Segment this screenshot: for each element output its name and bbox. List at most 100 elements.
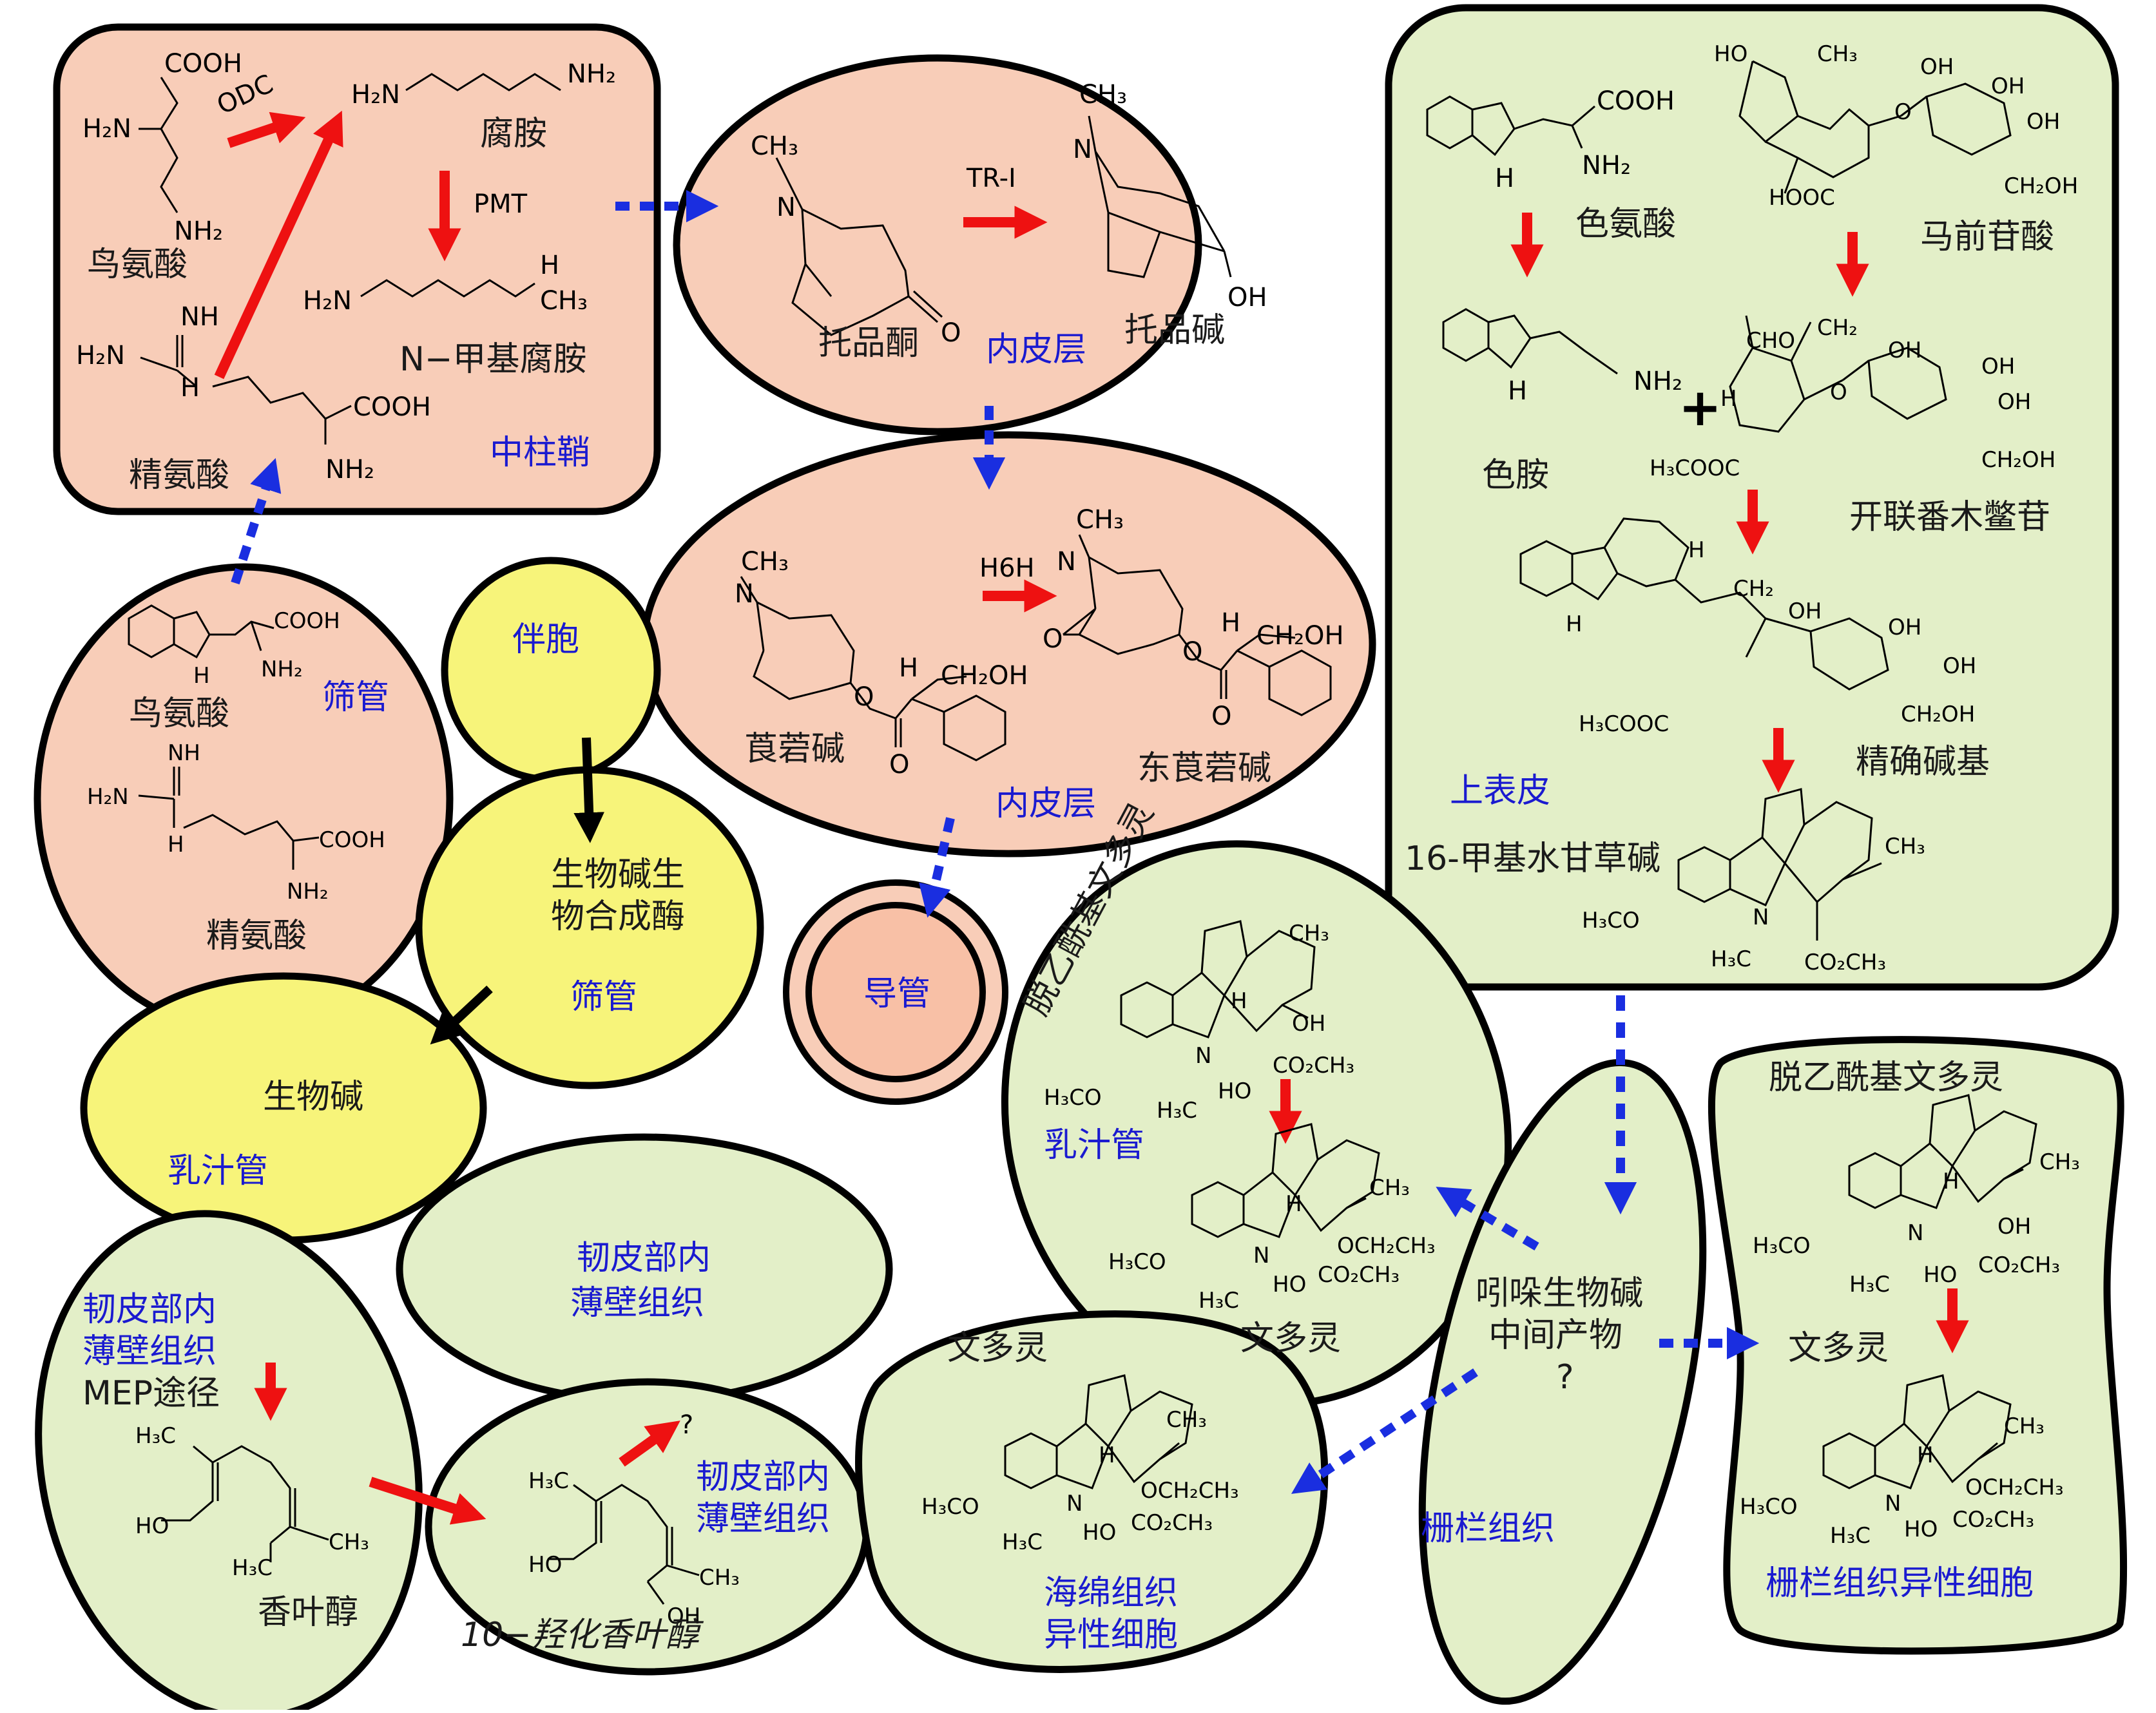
hydroxygeraniol-ho: HO: [528, 1552, 562, 1578]
tropinone-structure: CH₃ N O: [751, 131, 961, 348]
sieve-peach-tissue-label: 筛管: [322, 678, 389, 717]
idioblast-desacetylvindoline-structure: CH₃ OH H₃CO N H H₃C HO CO₂CH₃: [1753, 1094, 2080, 1297]
secologanin-cho: CHO: [1746, 328, 1795, 354]
idioblast-dav-h3co: H₃CO: [1753, 1233, 1811, 1259]
tryptophan-cooh: COOH: [1597, 86, 1675, 116]
hydroxygeraniol-tissue-line2: 薄壁组织: [696, 1500, 830, 1538]
sieve-ornithine-nh2: NH₂: [261, 656, 303, 682]
mep-tissue-line2: 薄壁组织: [82, 1332, 217, 1371]
idioblast-dav-h: H: [1943, 1169, 1959, 1194]
tropine-oh: OH: [1227, 283, 1267, 312]
sieve-to-laticifer-arrow: [430, 985, 493, 1045]
geraniol-ho: HO: [135, 1513, 169, 1539]
palisade-to-laticifer-arrow: [1436, 1187, 1539, 1251]
loganic-acid-structure: HO CH₃ HOOC O OH OH OH CH₂OH: [1714, 41, 2078, 211]
loganic-ch2oh: CH₂OH: [2004, 173, 2078, 199]
laticifer-dav-h3c: H₃C: [1157, 1098, 1197, 1124]
methyl-tabersonine-structure: H₃CO N H₃C CO₂CH₃ CH₃: [1582, 788, 1925, 975]
palisade-tissue-label: 栅栏组织: [1421, 1509, 1555, 1548]
loganic-acid-label: 马前苷酸: [1920, 218, 2054, 256]
arginine-cooh: COOH: [353, 392, 431, 422]
laticifer-desacetylvindoline-structure: CH₃ OH H₃CO N H H₃C HO CO₂CH₃: [1044, 920, 1354, 1124]
tropine-structure: CH₃ N OH: [1073, 80, 1267, 312]
arginine-label: 精氨酸: [129, 456, 229, 495]
putrescine-nh2: NH₂: [567, 59, 616, 89]
laticifer-dav-h3co: H₃CO: [1044, 1085, 1102, 1111]
tropine-n: N: [1073, 135, 1092, 164]
scopolamine-ester-o: O: [1182, 637, 1202, 667]
tryptophan-nh: H: [1495, 164, 1514, 193]
methylputrescine-label: N−甲基腐胺: [399, 340, 586, 379]
idioblast-vindoline-label: 文多灵: [1788, 1329, 1889, 1368]
idioblast-vin-h3co: H₃CO: [1740, 1494, 1798, 1520]
palisade-line2: 中间产物: [1488, 1316, 1622, 1355]
loganic-ho: HO: [1714, 41, 1747, 67]
tropinone-label: 托品酮: [818, 324, 919, 363]
loganic-ch3: CH₃: [1817, 41, 1858, 67]
laticifer-dav-n: N: [1195, 1043, 1211, 1069]
loganic-oh-3: OH: [2026, 109, 2060, 135]
geraniol-structure: H₃C HO CH₃ H₃C: [135, 1423, 369, 1581]
hydroxygeraniol-structure: H₃C HO CH₃ OH: [528, 1468, 740, 1629]
pericycle-cell: [53, 23, 661, 515]
laticifer-dav-ho: HO: [1218, 1078, 1251, 1104]
laticifer-vin-och2ch3: OCH₂CH₃: [1337, 1233, 1436, 1259]
tropine-label: 托品碱: [1124, 311, 1225, 350]
scopolamine-carbonyl-o: O: [1211, 702, 1231, 731]
companion-to-sieve-arrow: [573, 737, 604, 843]
hyoscyamine-label: 莨菪碱: [744, 730, 845, 769]
laticifer-vin-ho: HO: [1273, 1272, 1306, 1297]
tabersonine-ch3: CH₃: [1885, 834, 1925, 859]
hydroxygeraniol-oh: OH: [667, 1603, 700, 1629]
h6h-label: H6H: [979, 553, 1035, 583]
tryptophan-label: 色氨酸: [1575, 205, 1676, 244]
scopolamine-structure: CH₃ N O H CH₂OH O O: [1043, 505, 1344, 731]
laticifer-vin-h3c: H₃C: [1198, 1288, 1239, 1314]
hydroxygeraniol-label: 10−羟化香叶醇: [461, 1616, 704, 1654]
sieve-arginine-nh2: NH₂: [287, 879, 329, 904]
idioblast-dav-h3c: H₃C: [1849, 1272, 1890, 1297]
geraniol-h3c-2: H₃C: [232, 1555, 273, 1581]
hyoscyamine-tissue-label: 内皮层: [996, 785, 1096, 823]
idioblast-dav-ch3: CH₃: [2039, 1149, 2080, 1175]
methylputrescine-h2n: H₂N: [303, 286, 352, 316]
ornithine-h2n: H₂N: [82, 114, 131, 144]
hydroxygeraniol-h3c: H₃C: [528, 1468, 569, 1494]
laticifer-dav-h: H: [1231, 988, 1247, 1014]
tryptamine-nh: H: [1508, 376, 1527, 406]
palisade-idioblast-cell: [1708, 1036, 2128, 1655]
ornithine-nh2: NH₂: [174, 216, 223, 246]
secologanin-h: H: [1720, 386, 1737, 412]
secologanin-label: 开联番木鳖苷: [1849, 498, 2050, 537]
scopolamine-ch3: CH₃: [1076, 505, 1124, 535]
sieve-ornithine-h: H: [193, 663, 210, 689]
strictosidine-h3cooc: H₃COOC: [1579, 711, 1669, 737]
arginine-to-putrescine-arrow: [214, 110, 343, 379]
idioblast-desacetylvindoline-label: 脱乙酰基文多灵: [1769, 1058, 2003, 1097]
spongy-co2ch3: CO₂CH₃: [1131, 1510, 1213, 1536]
hydroxylation-arrow: [619, 1421, 680, 1467]
enzyme-label-line1: 生物碱生: [551, 856, 685, 894]
spongy-h: H: [1099, 1442, 1115, 1468]
geraniol-transfer-arrow: [369, 1477, 486, 1525]
strictosidine-nh: H: [1566, 611, 1583, 637]
epidermis-tissue-label: 上表皮: [1450, 772, 1550, 810]
strictosidine-label: 精确碱基: [1856, 743, 1990, 781]
tabersonine-h3co: H₃CO: [1582, 908, 1640, 933]
spongy-ho: HO: [1083, 1520, 1116, 1546]
methylputrescine-structure: H₂N H CH₃: [303, 251, 588, 316]
idioblast-vin-ch3: CH₃: [2004, 1413, 2045, 1439]
methyl-tabersonine-label: 16-甲基水甘草碱: [1405, 839, 1660, 878]
secologanin-oh-1: OH: [1888, 338, 1921, 363]
hydroxygeraniol-tissue-line1: 韧皮部内: [696, 1458, 830, 1497]
hyoscyamine-carbonyl-o: O: [889, 750, 909, 780]
tabersonine-n: N: [1753, 904, 1769, 930]
idioblast-dav-co2ch3: CO₂CH₃: [1978, 1252, 2060, 1278]
sieve-ornithine-structure: H COOH NH₂: [128, 604, 340, 689]
enzyme-label-line2: 物合成酶: [551, 897, 685, 936]
mep-pathway-label: MEP途径: [82, 1374, 220, 1413]
putrescine-h2n: H₂N: [351, 80, 400, 110]
loganic-oh-2: OH: [1991, 73, 2025, 99]
arginine-nh2: NH₂: [325, 455, 374, 484]
hyoscyamine-structure: CH₃ N H CH₂OH O O: [735, 547, 1028, 780]
